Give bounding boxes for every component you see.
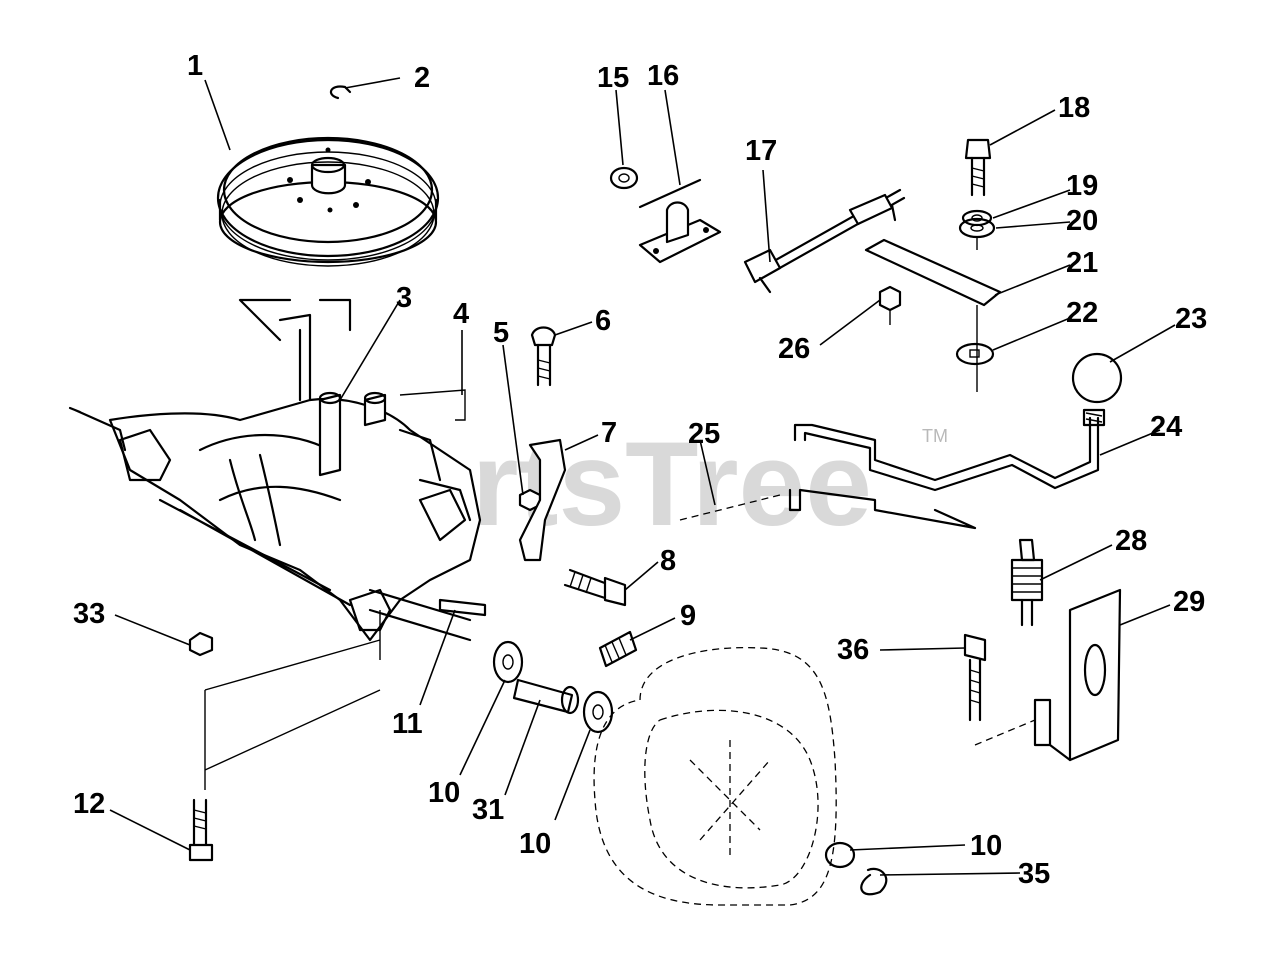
callout-20[interactable]: 20 <box>1066 205 1098 237</box>
leader-lines <box>109 77 1176 876</box>
callout-24[interactable]: 24 <box>1150 411 1182 443</box>
callout-33[interactable]: 33 <box>73 598 105 630</box>
part-24-shift-rod[interactable] <box>793 408 1106 492</box>
callout-12[interactable]: 12 <box>73 788 105 820</box>
part-8-bolt[interactable] <box>563 568 627 607</box>
callout-29[interactable]: 29 <box>1173 586 1205 618</box>
part-31-spacer[interactable] <box>512 678 580 715</box>
part-3-transaxle[interactable] <box>68 298 482 642</box>
callout-5[interactable]: 5 <box>493 317 509 349</box>
part-16-bracket[interactable] <box>638 201 722 264</box>
callout-8[interactable]: 8 <box>660 545 676 577</box>
callout-23[interactable]: 23 <box>1175 303 1207 335</box>
callout-7[interactable]: 7 <box>601 417 617 449</box>
callout-10-center[interactable]: 10 <box>519 828 551 860</box>
callout-26[interactable]: 26 <box>778 333 810 365</box>
watermark-trademark: TM <box>922 426 948 446</box>
callout-18[interactable]: 18 <box>1058 92 1090 124</box>
callout-19[interactable]: 19 <box>1066 170 1098 202</box>
part-1-pulley[interactable] <box>216 136 440 267</box>
part-11-axle-key[interactable] <box>438 598 487 617</box>
callout-9[interactable]: 9 <box>680 600 696 632</box>
callout-11[interactable]: 11 <box>392 708 423 740</box>
part-17-linkage-rod[interactable] <box>743 188 906 294</box>
callout-25[interactable]: 25 <box>688 418 720 450</box>
callout-3[interactable]: 3 <box>396 282 412 314</box>
part-23-knob[interactable] <box>1071 352 1123 404</box>
callout-10-left[interactable]: 10 <box>428 777 460 809</box>
callout-31[interactable]: 31 <box>472 794 504 826</box>
part-21-plate[interactable] <box>864 238 1002 307</box>
part-22-washer[interactable] <box>955 342 995 366</box>
callout-28[interactable]: 28 <box>1115 525 1147 557</box>
part-16-pin[interactable] <box>638 178 702 209</box>
callout-21[interactable]: 21 <box>1066 247 1098 279</box>
part-4-key[interactable] <box>399 389 466 421</box>
part-12-bolt[interactable] <box>188 798 214 862</box>
part-7-bracket[interactable] <box>518 438 567 562</box>
callout-4[interactable]: 4 <box>453 298 469 330</box>
part-10-washer-b[interactable] <box>582 690 614 734</box>
part-15-washer[interactable] <box>609 166 639 190</box>
part-28-spring[interactable] <box>1010 538 1044 627</box>
callout-10-right[interactable]: 10 <box>970 830 1002 862</box>
callout-6[interactable]: 6 <box>595 305 611 337</box>
part-35-hairpin-clip[interactable] <box>860 867 888 896</box>
callout-15[interactable]: 15 <box>597 62 629 94</box>
part-26-nut[interactable] <box>878 285 902 325</box>
wheel-assembly[interactable] <box>593 646 837 906</box>
callout-2[interactable]: 2 <box>414 62 430 94</box>
part-36-screw[interactable] <box>963 633 987 722</box>
part-18-bolt[interactable] <box>964 138 992 197</box>
callout-1[interactable]: 1 <box>187 50 203 82</box>
callout-17[interactable]: 17 <box>745 135 777 167</box>
part-25-rod-end[interactable] <box>788 488 977 530</box>
callout-35[interactable]: 35 <box>1018 858 1050 890</box>
part-29-bracket[interactable] <box>974 588 1122 762</box>
callout-16[interactable]: 16 <box>647 60 679 92</box>
part-33-nut[interactable] <box>188 631 214 657</box>
part-9-spring[interactable] <box>598 630 638 668</box>
callout-22[interactable]: 22 <box>1066 297 1098 329</box>
part-10-washer-c[interactable] <box>824 841 856 869</box>
part-6-carriage-bolt[interactable] <box>530 326 557 387</box>
part-10-washer-a[interactable] <box>492 640 524 684</box>
callout-36[interactable]: 36 <box>837 634 869 666</box>
